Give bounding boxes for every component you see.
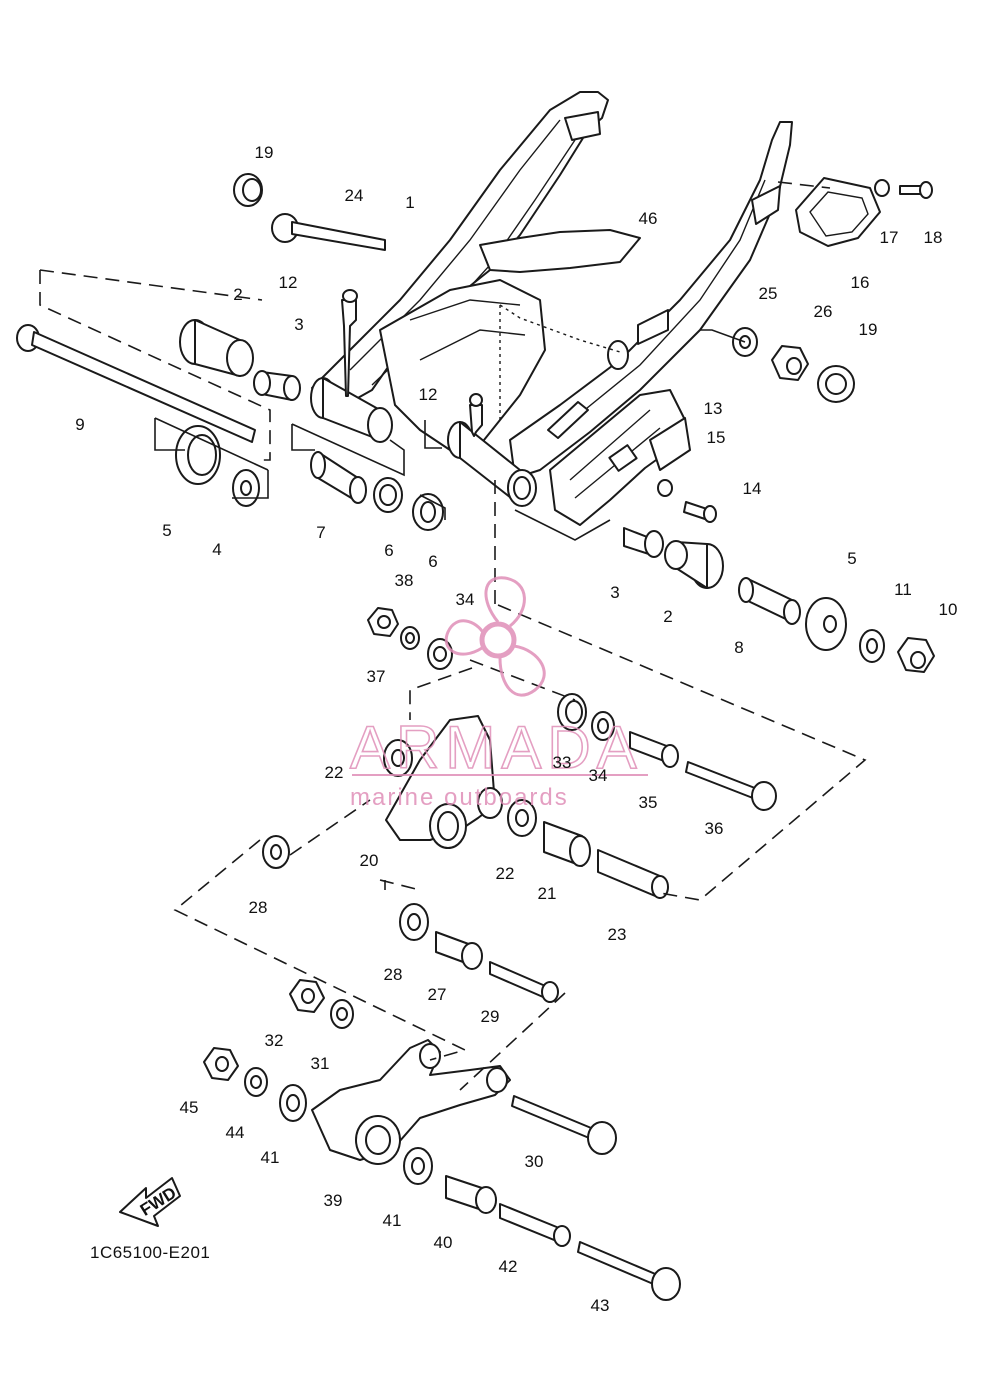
callout-c3a: 3 xyxy=(294,315,303,334)
callout-c42: 42 xyxy=(499,1257,518,1276)
callout-c10: 10 xyxy=(939,600,958,619)
callout-c41a: 41 xyxy=(261,1148,280,1167)
callout-c4: 4 xyxy=(212,540,221,559)
callout-c19a: 19 xyxy=(255,143,274,162)
callout-c26: 26 xyxy=(814,302,833,321)
propeller-logo xyxy=(444,576,546,697)
callout-c41b: 41 xyxy=(383,1211,402,1230)
chain-guide xyxy=(549,389,691,526)
watermark: ARMADA marine outboards xyxy=(349,576,648,811)
callout-c24: 24 xyxy=(345,186,364,205)
callout-c34a: 34 xyxy=(456,590,475,609)
chain-protector xyxy=(795,177,881,247)
callout-c11: 11 xyxy=(894,580,912,599)
callout-c7: 7 xyxy=(316,523,325,542)
callout-c45: 45 xyxy=(180,1098,199,1117)
callout-c38: 38 xyxy=(395,571,414,590)
callout-c23: 23 xyxy=(608,925,627,944)
callout-c21: 21 xyxy=(538,884,557,903)
callout-c44: 44 xyxy=(226,1123,245,1142)
callout-c8: 8 xyxy=(734,638,743,657)
callout-c17: 17 xyxy=(880,228,899,247)
callout-c28b: 28 xyxy=(384,965,403,984)
callout-c5b: 5 xyxy=(847,549,856,568)
callout-c2a: 2 xyxy=(233,285,242,304)
callout-c3b: 3 xyxy=(610,583,619,602)
callout-c18: 18 xyxy=(924,228,943,247)
callout-c39: 39 xyxy=(324,1191,343,1210)
watermark-brand: ARMADA xyxy=(350,714,643,781)
callout-c13: 13 xyxy=(704,399,723,418)
relay-arm-parts xyxy=(203,607,777,1301)
callout-c1: 1 xyxy=(405,193,414,212)
callout-c30: 30 xyxy=(525,1152,544,1171)
fwd-arrow: FWD xyxy=(119,1177,181,1227)
callout-c46: 46 xyxy=(639,209,658,228)
part-code: 1C65100-E201 xyxy=(90,1243,210,1262)
callout-c9: 9 xyxy=(75,415,84,434)
callout-c22a: 22 xyxy=(325,763,344,782)
callout-c28a: 28 xyxy=(249,898,268,917)
callout-c5a: 5 xyxy=(162,521,171,540)
callout-c6a: 6 xyxy=(384,541,393,560)
callout-c6b: 6 xyxy=(428,552,437,571)
callout-c43: 43 xyxy=(591,1296,610,1315)
callout-c2b: 2 xyxy=(663,607,672,626)
callout-c12a: 12 xyxy=(279,273,298,292)
callout-c16: 16 xyxy=(851,273,870,292)
callout-c33: 33 xyxy=(553,753,572,772)
callout-c35: 35 xyxy=(639,793,658,812)
callout-c19b: 19 xyxy=(859,320,878,339)
callout-c37: 37 xyxy=(367,667,386,686)
callout-c31: 31 xyxy=(311,1054,330,1073)
callout-c22b: 22 xyxy=(496,864,515,883)
callout-c15: 15 xyxy=(707,428,726,447)
callout-c27: 27 xyxy=(428,985,447,1004)
callout-c32: 32 xyxy=(265,1031,284,1050)
callout-c34b: 34 xyxy=(589,766,608,785)
callout-c14: 14 xyxy=(743,479,762,498)
callout-c36: 36 xyxy=(705,819,724,838)
callout-c40: 40 xyxy=(434,1233,453,1252)
swingarm xyxy=(310,91,793,507)
callout-c29: 29 xyxy=(481,1007,500,1026)
watermark-tagline: marine outboards xyxy=(350,784,569,811)
callout-c12b: 12 xyxy=(419,385,438,404)
callout-c25: 25 xyxy=(759,284,778,303)
callout-c20: 20 xyxy=(360,851,379,870)
assembly-guide-lines xyxy=(39,181,867,1091)
